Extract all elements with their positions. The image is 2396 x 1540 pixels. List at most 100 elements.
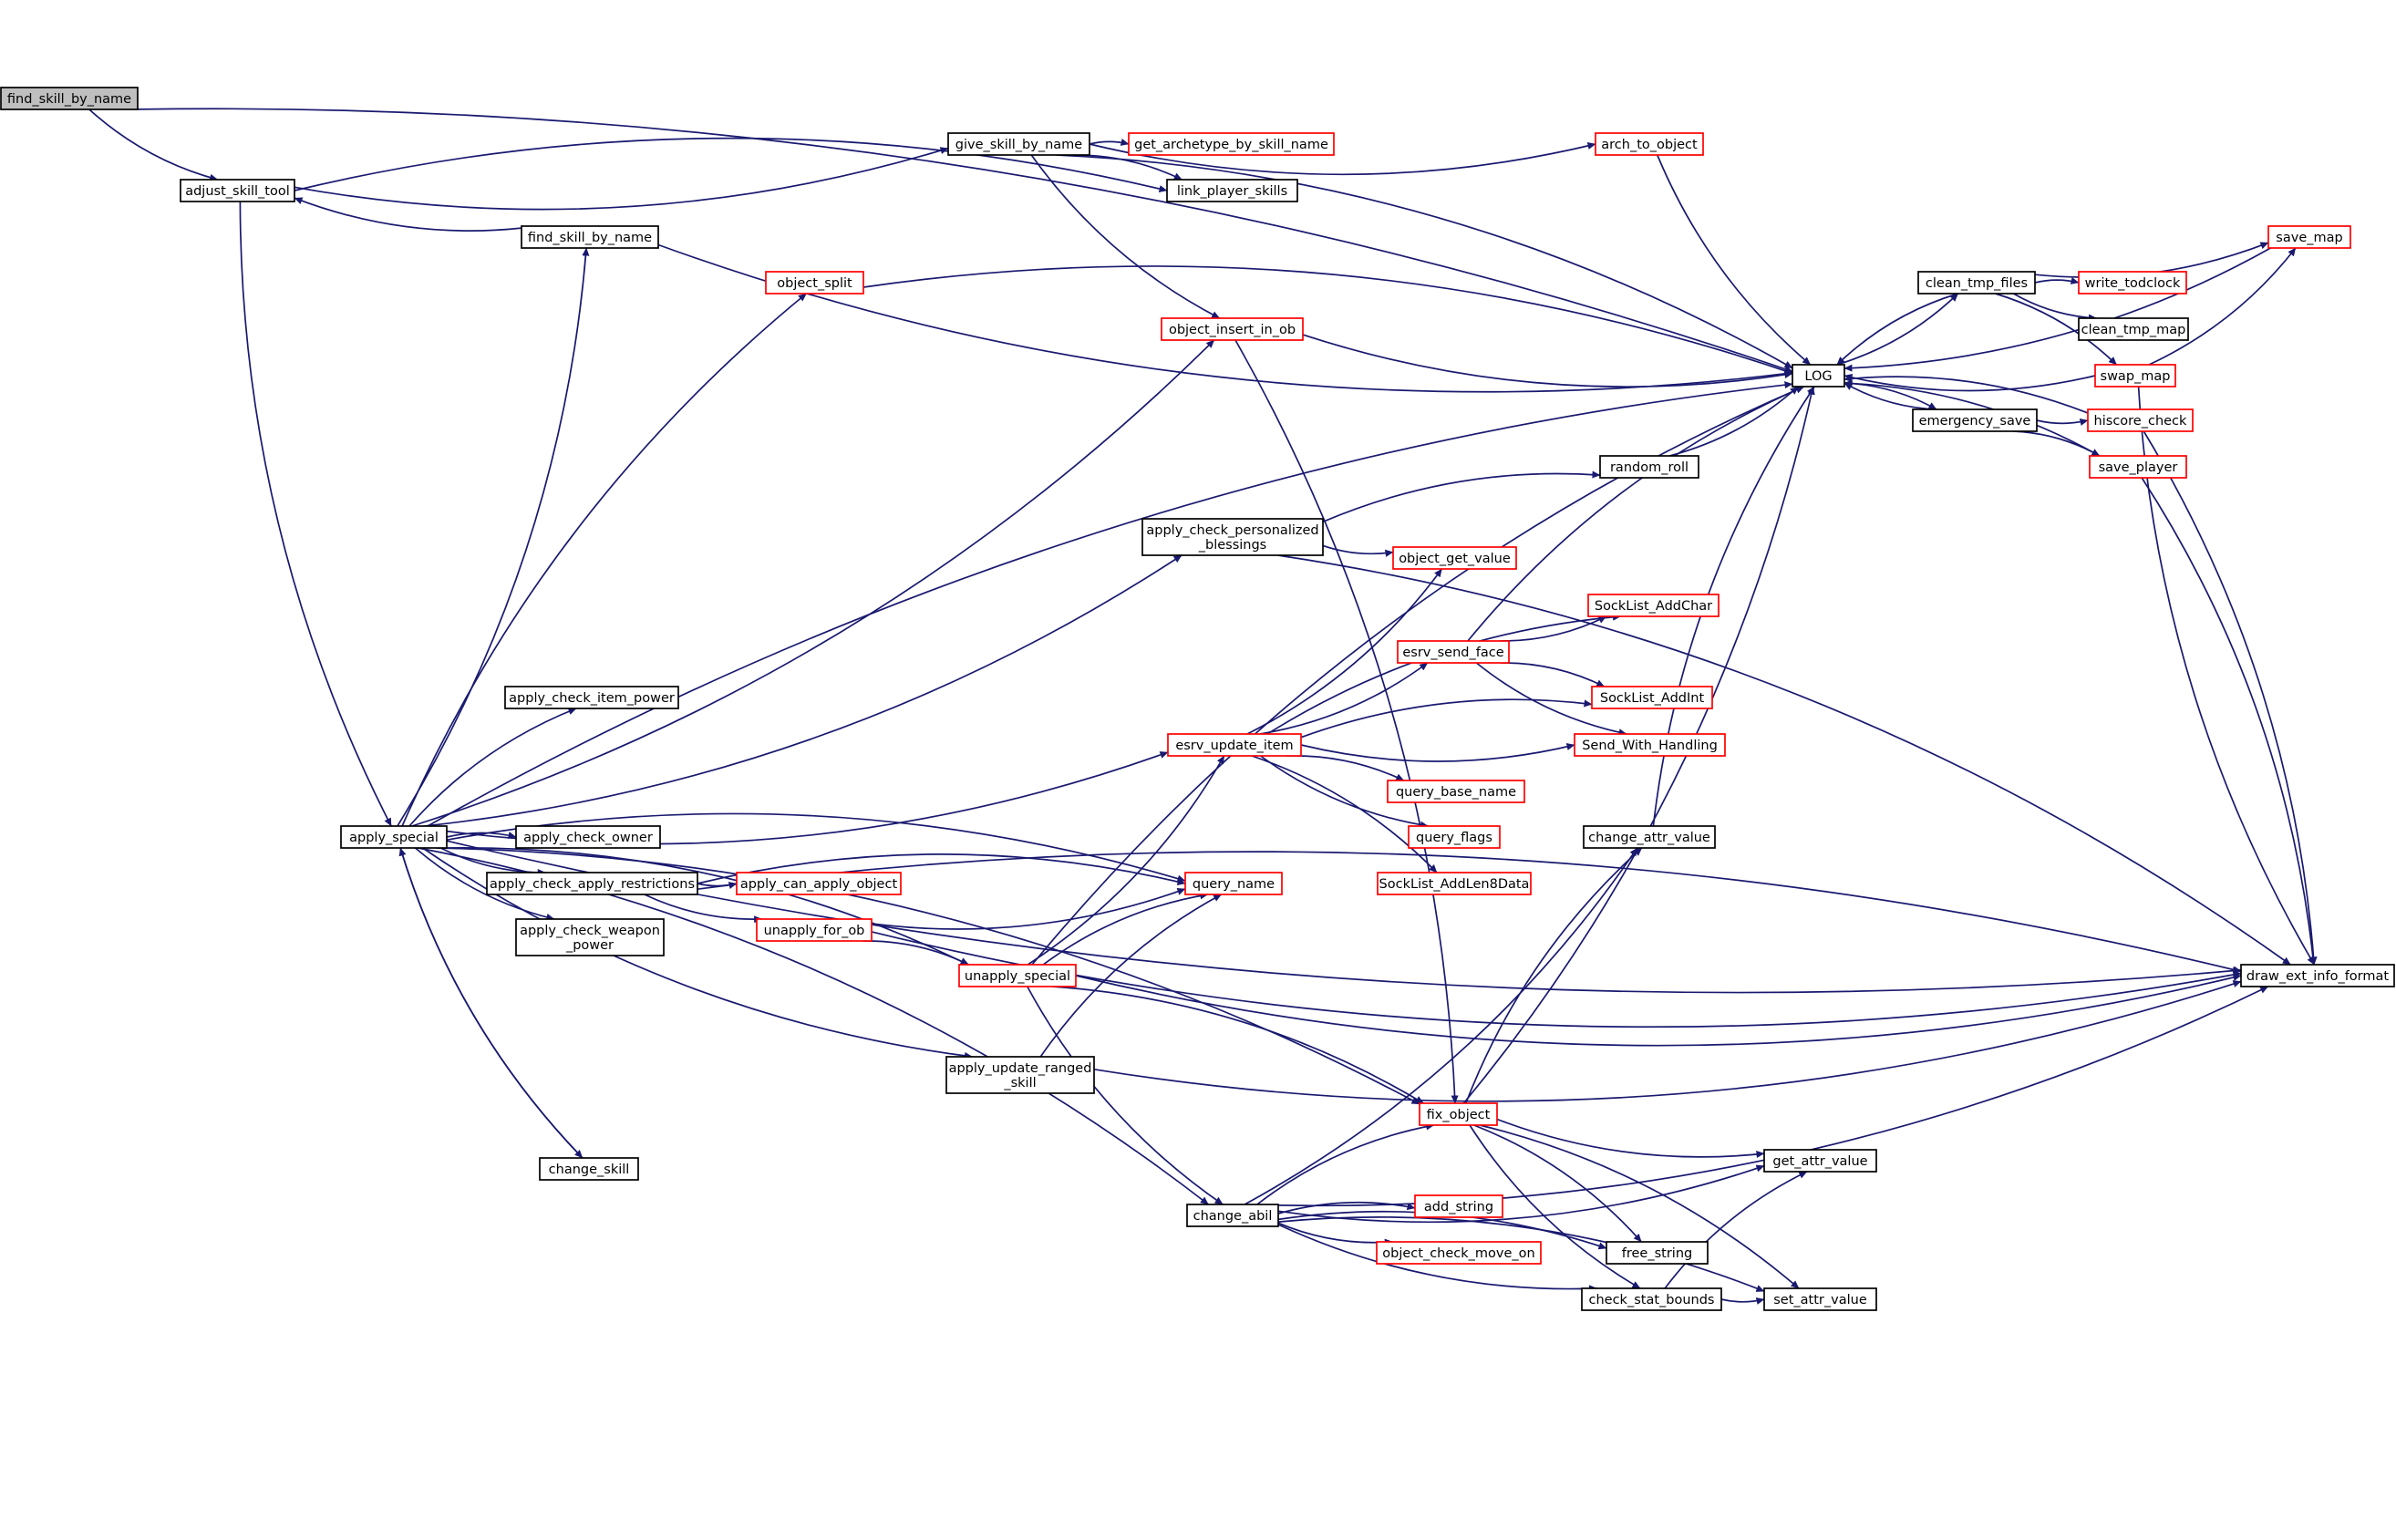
node-get-attr-value[interactable]: get_attr_value — [1763, 1149, 1877, 1173]
node-clean-tmp-map[interactable]: clean_tmp_map — [2078, 317, 2189, 341]
node-box[interactable] — [1166, 179, 1298, 202]
node-box[interactable] — [2087, 408, 2194, 432]
node-box[interactable] — [515, 825, 661, 849]
node-box[interactable] — [1587, 594, 1720, 617]
node-box[interactable] — [2240, 964, 2395, 987]
node-box[interactable] — [945, 1056, 1095, 1094]
node-box[interactable] — [1167, 733, 1302, 757]
node-box[interactable] — [1599, 455, 1699, 479]
node-object-check-move-on[interactable]: object_check_move_on — [1376, 1241, 1542, 1265]
node-send-with-handling[interactable]: Send_With_Handling — [1574, 733, 1726, 757]
node-apply-check-apply-restrictions[interactable]: apply_check_apply_restrictions — [486, 872, 698, 895]
node-box[interactable] — [521, 225, 659, 249]
node-box[interactable] — [1128, 132, 1335, 156]
node-esrv-send-face[interactable]: esrv_send_face — [1397, 640, 1510, 664]
node-object-get-value[interactable]: object_get_value — [1392, 546, 1517, 570]
node-box[interactable] — [1376, 1241, 1542, 1265]
node-box[interactable] — [0, 87, 139, 110]
node-box[interactable] — [1606, 1241, 1709, 1265]
node-hiscore-check[interactable]: hiscore_check — [2087, 408, 2194, 432]
node-change-attr-value[interactable]: change_attr_value — [1583, 825, 1716, 849]
node-box[interactable] — [515, 918, 665, 956]
node-box[interactable] — [1591, 686, 1713, 709]
node-box[interactable] — [756, 918, 873, 942]
node-box[interactable] — [1186, 1204, 1279, 1227]
node-random-roll[interactable]: random_roll — [1599, 455, 1699, 479]
node-box[interactable] — [1377, 872, 1532, 895]
node-box[interactable] — [504, 686, 679, 709]
node-apply-update-ranged-skill[interactable]: apply_update_ranged_skill — [945, 1056, 1095, 1094]
node-log[interactable]: LOG — [1792, 364, 1845, 388]
node-query-flags[interactable]: query_flags — [1408, 825, 1501, 849]
node-box[interactable] — [1414, 1194, 1503, 1218]
node-box[interactable] — [1595, 132, 1704, 156]
node-box[interactable] — [736, 872, 902, 895]
node-unapply-special[interactable]: unapply_special — [958, 964, 1077, 987]
node-change-skill[interactable]: change_skill — [539, 1157, 639, 1181]
node-box[interactable] — [1917, 271, 2036, 295]
node-box[interactable] — [765, 271, 864, 295]
node-box[interactable] — [1574, 733, 1726, 757]
node-box[interactable] — [2094, 364, 2176, 388]
node-box[interactable] — [340, 825, 448, 849]
node-object-insert-in-ob[interactable]: object_insert_in_ob — [1161, 317, 1304, 341]
node-box[interactable] — [1792, 364, 1845, 388]
node-box[interactable] — [958, 964, 1077, 987]
node-find-skill-by-name[interactable]: find_skill_by_name — [521, 225, 659, 249]
node-box[interactable] — [1912, 408, 2038, 432]
node-socklist-addint[interactable]: SockList_AddInt — [1591, 686, 1713, 709]
node-link-player-skills[interactable]: link_player_skills — [1166, 179, 1298, 202]
node-query-base-name[interactable]: query_base_name — [1387, 780, 1525, 803]
node-clean-tmp-files[interactable]: clean_tmp_files — [1917, 271, 2036, 295]
node-object-split[interactable]: object_split — [765, 271, 864, 295]
node-arch-to-object[interactable]: arch_to_object — [1595, 132, 1704, 156]
node-box[interactable] — [1161, 317, 1304, 341]
node-fix-object[interactable]: fix_object — [1419, 1102, 1498, 1126]
node-esrv-update-item[interactable]: esrv_update_item — [1167, 733, 1302, 757]
node-box[interactable] — [947, 132, 1090, 156]
node-box[interactable] — [486, 872, 698, 895]
node-set-attr-value[interactable]: set_attr_value — [1763, 1287, 1877, 1311]
node-box[interactable] — [1392, 546, 1517, 570]
node-query-name[interactable]: query_name — [1184, 872, 1283, 895]
node-box[interactable] — [1408, 825, 1501, 849]
node-box[interactable] — [2089, 455, 2187, 479]
node-write-todclock[interactable]: write_todclock — [2078, 271, 2187, 295]
node-apply-can-apply-object[interactable]: apply_can_apply_object — [736, 872, 902, 895]
node-apply-check-owner[interactable]: apply_check_owner — [515, 825, 661, 849]
node-box[interactable] — [539, 1157, 639, 1181]
node-socklist-addchar[interactable]: SockList_AddChar — [1587, 594, 1720, 617]
node-find-skill-by-name-root[interactable]: find_skill_by_name — [0, 87, 139, 110]
node-box[interactable] — [1763, 1149, 1877, 1173]
node-give-skill-by-name[interactable]: give_skill_by_name — [947, 132, 1090, 156]
node-box[interactable] — [180, 179, 295, 202]
node-box[interactable] — [1184, 872, 1283, 895]
node-apply-check-item-power[interactable]: apply_check_item_power — [504, 686, 679, 709]
node-box[interactable] — [1583, 825, 1716, 849]
node-unapply-for-ob[interactable]: unapply_for_ob — [756, 918, 873, 942]
node-apply-check-weapon-power[interactable]: apply_check_weapon_power — [515, 918, 665, 956]
node-get-archetype-by-skill-name[interactable]: get_archetype_by_skill_name — [1128, 132, 1335, 156]
node-box[interactable] — [2078, 271, 2187, 295]
node-draw-ext-info-format[interactable]: draw_ext_info_format — [2240, 964, 2395, 987]
node-box[interactable] — [1581, 1287, 1722, 1311]
node-box[interactable] — [2267, 225, 2351, 249]
node-box[interactable] — [1397, 640, 1510, 664]
node-add-string[interactable]: add_string — [1414, 1194, 1503, 1218]
node-box[interactable] — [1387, 780, 1525, 803]
node-box[interactable] — [1141, 518, 1324, 556]
node-socklist-addlen8data[interactable]: SockList_AddLen8Data — [1377, 872, 1532, 895]
node-check-stat-bounds[interactable]: check_stat_bounds — [1581, 1287, 1722, 1311]
node-box[interactable] — [1419, 1102, 1498, 1126]
node-apply-check-personalized-blessings[interactable]: apply_check_personalized_blessings — [1141, 518, 1324, 556]
node-change-abil[interactable]: change_abil — [1186, 1204, 1279, 1227]
node-save-map[interactable]: save_map — [2267, 225, 2351, 249]
node-box[interactable] — [1763, 1287, 1877, 1311]
node-adjust-skill-tool[interactable]: adjust_skill_tool — [180, 179, 295, 202]
node-emergency-save[interactable]: emergency_save — [1912, 408, 2038, 432]
node-apply-special[interactable]: apply_special — [340, 825, 448, 849]
node-save-player[interactable]: save_player — [2089, 455, 2187, 479]
node-free-string[interactable]: free_string — [1606, 1241, 1709, 1265]
node-swap-map[interactable]: swap_map — [2094, 364, 2176, 388]
node-box[interactable] — [2078, 317, 2189, 341]
